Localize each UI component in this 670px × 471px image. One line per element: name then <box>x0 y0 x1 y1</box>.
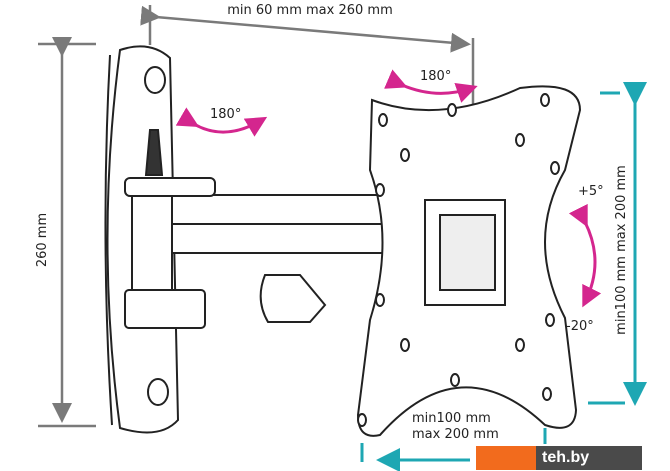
watermark-logo <box>476 446 536 470</box>
height-dimension <box>38 37 96 428</box>
top-range-label: min 60 mm max 260 mm <box>227 3 393 18</box>
wall-swivel-arrow <box>175 107 268 137</box>
height-label: 260 mm <box>35 213 50 267</box>
tilt-down-label: -20° <box>566 319 594 334</box>
vesa-horizontal-min-label: min100 mm <box>412 411 491 426</box>
arm-swivel-arrow <box>384 69 478 103</box>
watermark: teh.by <box>476 446 642 470</box>
tilt-up-label: +5° <box>578 184 604 199</box>
vesa-plate <box>356 85 582 437</box>
top-dimension <box>140 5 475 115</box>
vesa-horizontal-max-label: max 200 mm <box>412 427 499 442</box>
vesa-horizontal-dimension <box>360 428 547 471</box>
rotation-arrows <box>175 69 602 308</box>
vesa-vertical-dimension <box>588 82 647 406</box>
arm-swivel-label: 180° <box>420 69 451 84</box>
swing-arm <box>124 177 391 329</box>
vesa-vertical-label: min100 mm max 200 mm <box>614 165 629 335</box>
watermark-text: teh.by <box>536 446 642 470</box>
tilt-arrow <box>568 203 602 308</box>
wall-swivel-label: 180° <box>210 107 241 122</box>
